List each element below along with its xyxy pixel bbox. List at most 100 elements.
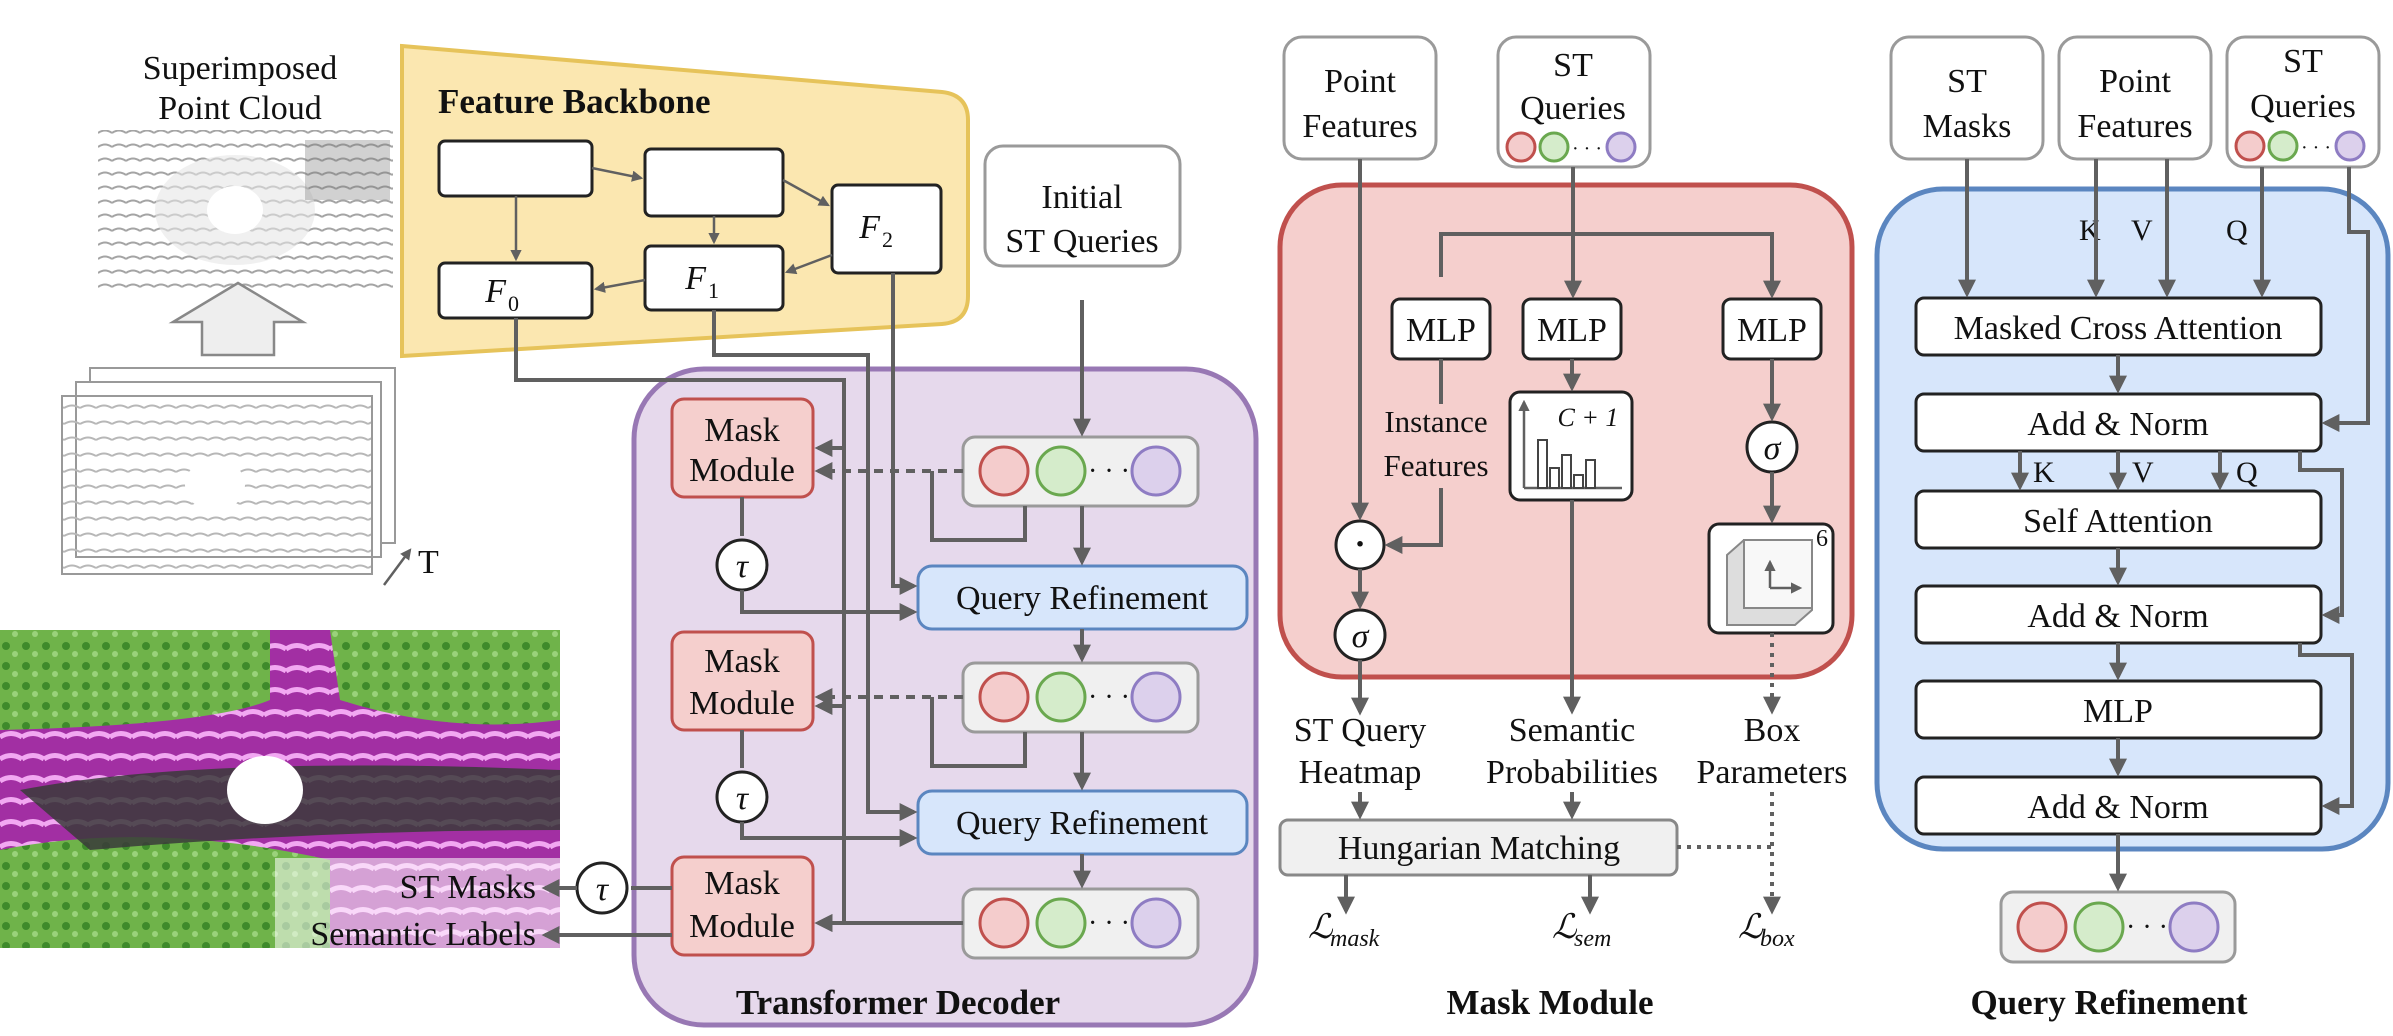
tau-node-2: τ [715,770,769,824]
semantic-labels-label: Semantic Labels [310,916,536,953]
time-label: T [418,544,439,581]
query-refinement-connections [1958,159,2370,892]
up-arrow-icon [168,281,308,357]
sigma-heatmap-node: σ [1333,608,1387,662]
mask-module-3-line2: Module [689,908,795,945]
loss-sem: ℒ sem [1552,909,1611,952]
mask-module-3-line1: Mask [704,865,780,902]
initial-queries-line1: Initial [1041,179,1122,216]
out-heatmap-line2: Heatmap [1299,754,1422,791]
svg-text:Features: Features [2077,108,2192,145]
qr-point-features-input [2057,35,2213,161]
out-heatmap-line1: ST Query [1294,712,1427,749]
mask-module-2-line1: Mask [704,643,780,680]
loss-box: ℒ box [1738,909,1795,952]
svg-text:sem: sem [1574,926,1611,952]
point-cloud-stack-image [61,367,412,586]
dot-product-node: · [1334,519,1386,571]
f2-block [830,183,943,275]
svg-text:τ: τ [736,548,750,585]
out-semantic-line2: Probabilities [1486,754,1658,791]
f0-subscript: 0 [508,291,519,316]
mask-module-detail: Mask Module Point Features ST Queries · … [1277,35,1855,1022]
svg-text:· · ·: · · · [1088,682,1130,713]
q-label-mid: Q [2236,456,2258,489]
svg-text:Self Attention: Self Attention [2023,503,2213,540]
svg-text:Query Refinement: Query Refinement [956,580,1209,617]
svg-text:Queries: Queries [2250,88,2356,125]
f1-label: F [684,260,707,297]
initial-st-queries-box [983,144,1182,268]
decoder-mask-module-2: Mask Module [670,630,815,732]
svg-text:MLP: MLP [1406,312,1476,349]
k-label-mid: K [2033,456,2055,489]
f2-label: F [858,209,881,246]
f2-subscript: 2 [882,227,893,252]
v-label-mid: V [2132,456,2154,489]
segmented-point-cloud-image [0,630,560,948]
svg-text:Masked Cross Attention: Masked Cross Attention [1954,310,2283,347]
backbone-block-2 [643,147,785,218]
mask-module-1-line1: Mask [704,412,780,449]
backbone-block-1 [437,139,594,198]
svg-text:box: box [1760,926,1795,952]
out-semantic-line1: Semantic [1509,712,1636,749]
svg-text:· · ·: · · · [2126,912,2168,943]
superimposed-point-cloud-image [98,130,393,295]
svg-text:MLP: MLP [1737,312,1807,349]
tau-node-3: τ [575,861,629,915]
loss-mask: ℒ mask [1308,909,1380,952]
qr-output-queries: · · · [1999,890,2237,964]
decoder-title: Transformer Decoder [736,983,1060,1022]
class-count-label: C + 1 [1558,403,1619,432]
query-refinement-title: Query Refinement [1970,983,2247,1022]
sigma-box-node: σ [1745,420,1799,474]
superimposed-label-line1: Superimposed [143,50,338,87]
mask-module-1-line2: Module [689,452,795,489]
histogram-icon: C + 1 [1508,390,1634,502]
svg-text:Add & Norm: Add & Norm [2027,598,2208,635]
svg-text:Point: Point [1324,63,1396,100]
svg-text:Masks: Masks [1923,108,2012,145]
svg-text:MLP: MLP [1537,312,1607,349]
superimposed-label-line2: Point Cloud [158,90,321,127]
decoder-connections [514,273,1091,944]
svg-text:· · ·: · · · [1088,908,1130,939]
backbone-title: Feature Backbone [438,82,711,121]
svg-text:· · ·: · · · [1088,456,1130,487]
svg-text:· · ·: · · · [2301,137,2331,159]
svg-text:Query Refinement: Query Refinement [956,805,1209,842]
f1-subscript: 1 [708,278,719,303]
svg-text:σ: σ [1764,430,1782,467]
svg-text:Queries: Queries [1520,90,1626,127]
svg-text:Point: Point [2099,63,2171,100]
query-row-2: · · · [961,661,1200,734]
query-row-3: · · · [961,887,1200,960]
transformer-decoder: Transformer Decoder Initial ST Queries M… [514,144,1259,1028]
v-label-top: V [2131,214,2153,247]
out-box-line1: Box [1744,712,1801,749]
instance-features-line1: Instance [1384,404,1487,439]
instance-features-line2: Features [1383,448,1488,483]
initial-queries-line2: ST Queries [1005,223,1158,260]
feature-backbone: Feature Backbone F 0 F 1 F 2 [400,43,970,359]
svg-text:· · ·: · · · [1572,138,1602,160]
svg-text:ST: ST [1553,47,1593,84]
box-cube-icon: 6 [1707,522,1835,635]
svg-text:ℒ: ℒ [1738,909,1764,946]
mask-module-title: Mask Module [1446,983,1653,1022]
svg-text:Add & Norm: Add & Norm [2027,789,2208,826]
f0-label: F [484,273,507,310]
svg-text:Add & Norm: Add & Norm [2027,406,2208,443]
svg-text:·: · [1354,526,1365,563]
svg-text:ℒ: ℒ [1308,909,1334,946]
out-box-line2: Parameters [1696,754,1847,791]
svg-text:MLP: MLP [2083,693,2153,730]
mask-module-2-line2: Module [689,685,795,722]
decoder-mask-module-3: Mask Module [670,855,815,957]
svg-text:σ: σ [1352,618,1370,655]
st-masks-label: ST Masks [400,869,536,906]
svg-text:ST: ST [2283,43,2323,80]
mask-module-connections [1351,159,1781,716]
